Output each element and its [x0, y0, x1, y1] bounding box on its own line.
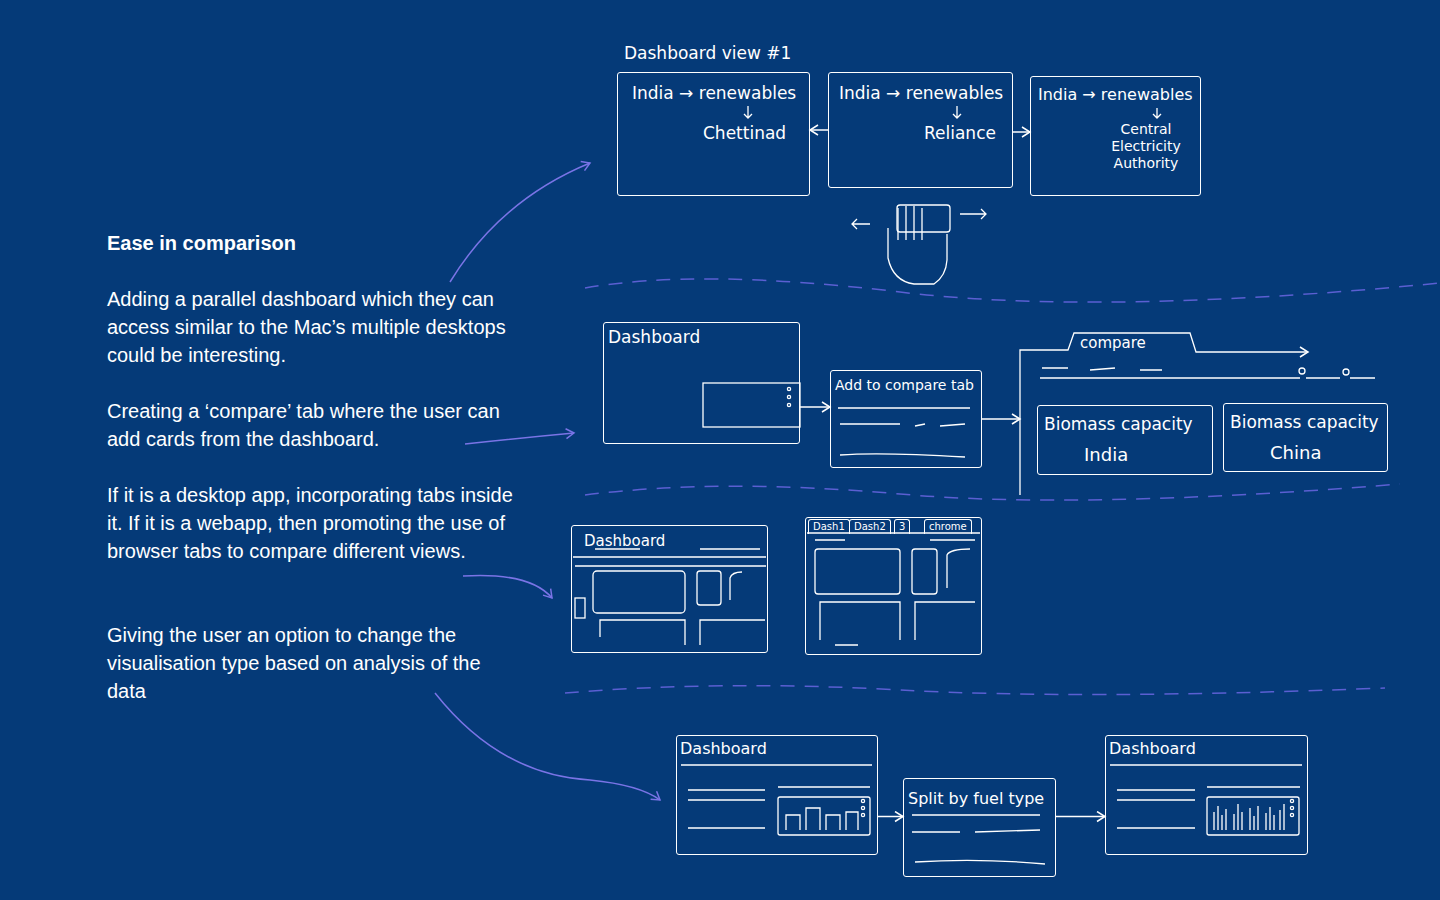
down-arrow: [744, 106, 1161, 118]
note-text: If it is a desktop app, incorporating ta…: [107, 481, 517, 565]
sketch-box: Dash1Dash23 chrome: [805, 517, 982, 655]
connector-arrow: [982, 418, 1020, 420]
tab-label: chrome: [924, 519, 972, 534]
sketch-box: Dashboard: [676, 735, 878, 855]
heading: Ease in comparison: [107, 229, 517, 257]
sketch-box: India → renewablesCentral Electricity Au…: [1030, 76, 1201, 196]
box-text: Split by fuel type: [908, 789, 1044, 808]
box-text: Add to compare tab: [835, 377, 974, 394]
box-text: Dashboard: [608, 327, 700, 347]
connector-arrow: [878, 816, 903, 818]
sketch-box: Dashboard: [603, 322, 800, 444]
note-text: Adding a parallel dashboard which they c…: [107, 285, 517, 369]
box-text: India → renewables: [632, 83, 796, 103]
box-text: Biomass capacity: [1230, 412, 1379, 432]
tab-label: 3: [894, 519, 910, 534]
box-text: Dashboard: [680, 739, 767, 758]
leader-line: [435, 163, 660, 800]
box-text: Dashboard: [1109, 739, 1196, 758]
connector-arrow: [810, 129, 828, 131]
connector-arrow: [800, 406, 830, 408]
sketch-box: Dashboard: [1105, 735, 1308, 855]
note-text: Creating a ‘compare’ tab where the user …: [107, 397, 517, 453]
box-text: Dashboard view #1: [624, 43, 791, 63]
box-text: Reliance: [924, 123, 996, 143]
tab-label: Dash2: [849, 519, 891, 534]
sketch-box: Biomass capacityChina: [1223, 403, 1388, 472]
window-sketch: [573, 533, 980, 645]
sketch-box: India → renewablesReliance: [828, 72, 1013, 188]
box-text: India → renewables: [1038, 85, 1193, 104]
tab-label: Dash1: [808, 519, 850, 534]
connector-arrow: [1013, 131, 1030, 133]
box-text: Biomass capacity: [1044, 414, 1193, 434]
box-text: Chettinad: [703, 123, 786, 143]
dashboard-sketch: [681, 765, 1302, 864]
box-text: Dashboard: [584, 532, 665, 550]
sketch-box: Add to compare tab: [830, 370, 982, 468]
sketch-box: Dashboard view #1India → renewablesChett…: [617, 72, 810, 196]
sketch-box: compareBiomass capacityIndiaBiomass capa…: [1020, 330, 1400, 495]
note-text: Giving the user an option to change the …: [107, 621, 517, 705]
box-text: India: [1084, 444, 1128, 466]
separator: [565, 279, 1440, 695]
sketch-box: Dashboard: [571, 525, 768, 653]
box-text: India → renewables: [839, 83, 1003, 103]
connector-arrow: [1056, 816, 1105, 818]
box-text: compare: [1080, 334, 1146, 352]
swipe-hand-icon: [852, 205, 986, 284]
box-text: China: [1270, 442, 1321, 464]
sketch-box: Biomass capacityIndia: [1037, 405, 1213, 475]
box-text: Central Electricity Authority: [1101, 121, 1191, 171]
sketch-box: Split by fuel type: [903, 778, 1056, 877]
